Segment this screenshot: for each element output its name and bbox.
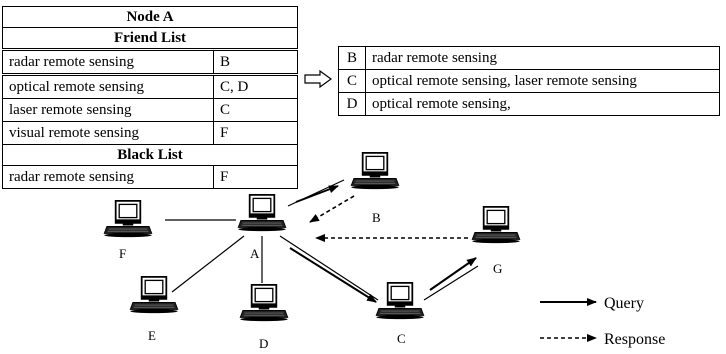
black-nodes: F	[213, 165, 298, 189]
legend-query-label: Query	[604, 295, 644, 312]
friend-service: optical remote sensing	[2, 73, 214, 99]
node-a-title: Node A	[2, 6, 298, 28]
friend-list-header: Friend List	[2, 27, 298, 50]
table-row: laser remote sensing C	[2, 98, 298, 122]
node-label-b: B	[372, 210, 381, 225]
service-node: D	[338, 92, 366, 116]
node-label-g: G	[493, 261, 502, 276]
friend-nodes: C	[213, 98, 298, 122]
computer-b-icon	[350, 152, 400, 191]
query-arrows	[289, 185, 477, 303]
node-label-e: E	[148, 328, 156, 343]
services-table: B radar remote sensing C optical remote …	[338, 46, 720, 116]
node-label-c: C	[397, 331, 406, 346]
computer-f-icon	[103, 200, 153, 239]
friend-nodes: B	[213, 48, 298, 75]
computer-e-icon	[129, 276, 179, 315]
node-a-table: Node A Friend List radar remote sensing …	[2, 6, 298, 189]
computer-g-icon	[471, 206, 521, 245]
service-list: optical remote sensing,	[365, 92, 720, 116]
legend-response-label: Response	[604, 331, 665, 348]
friend-nodes: C, D	[213, 73, 298, 99]
black-service: radar remote sensing	[2, 165, 214, 189]
table-row: B radar remote sensing	[338, 46, 720, 70]
table-row: visual remote sensing F	[2, 121, 298, 145]
service-node: B	[338, 46, 366, 70]
friend-service: radar remote sensing	[2, 48, 214, 75]
legend: Query Response	[540, 295, 665, 348]
table-row: radar remote sensing F	[2, 165, 298, 189]
node-label-f: F	[119, 246, 126, 261]
friend-service: visual remote sensing	[2, 121, 214, 145]
table-row: radar remote sensing B	[2, 48, 298, 75]
implies-arrow-icon	[304, 70, 332, 88]
table-row: D optical remote sensing,	[338, 92, 720, 116]
service-node: C	[338, 69, 366, 93]
friend-service: laser remote sensing	[2, 98, 214, 122]
table-row: optical remote sensing C, D	[2, 73, 298, 99]
computer-c-icon	[375, 282, 425, 321]
node-label-a: A	[250, 246, 260, 261]
black-list-header: Black List	[2, 144, 298, 166]
friend-nodes: F	[213, 121, 298, 145]
computer-d-icon	[239, 284, 289, 323]
service-list: radar remote sensing	[365, 46, 720, 70]
connection-lines	[165, 179, 479, 301]
computer-a-icon	[237, 194, 287, 233]
service-list: optical remote sensing, laser remote sen…	[365, 69, 720, 93]
table-row: C optical remote sensing, laser remote s…	[338, 69, 720, 93]
response-arrows	[309, 195, 468, 242]
node-label-d: D	[259, 336, 268, 351]
